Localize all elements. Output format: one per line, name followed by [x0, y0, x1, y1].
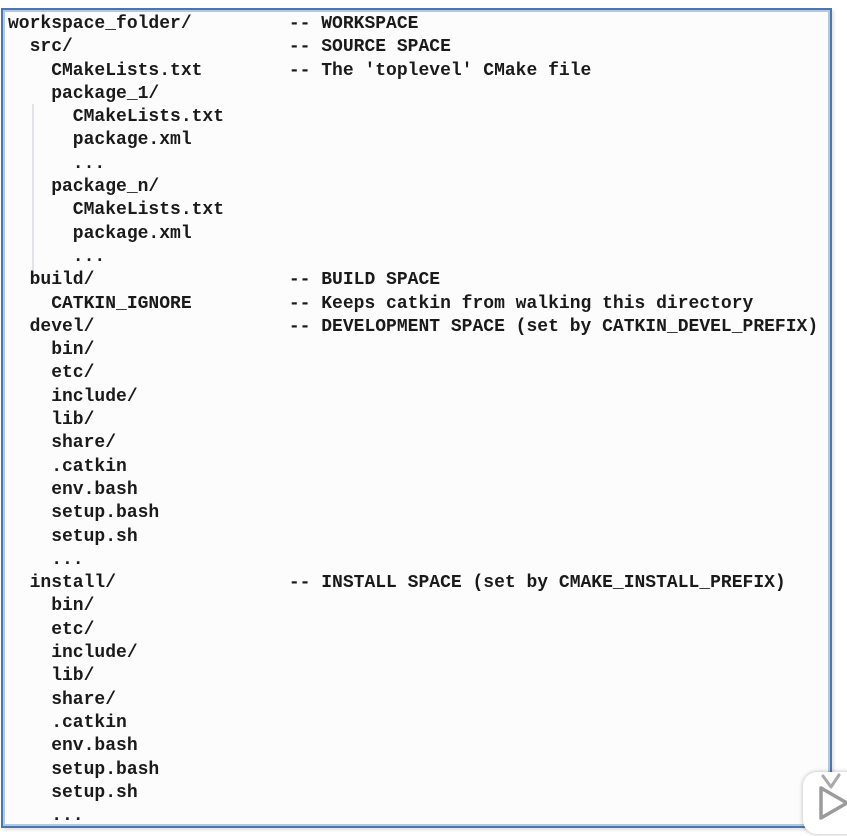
play-icon — [819, 773, 847, 820]
indent-guide-artifact — [32, 104, 34, 270]
code-panel: workspace_folder/ -- WORKSPACE src/ -- S… — [1, 8, 832, 828]
play-overlay-button[interactable] — [803, 772, 847, 834]
workspace-tree: workspace_folder/ -- WORKSPACE src/ -- S… — [8, 14, 819, 827]
